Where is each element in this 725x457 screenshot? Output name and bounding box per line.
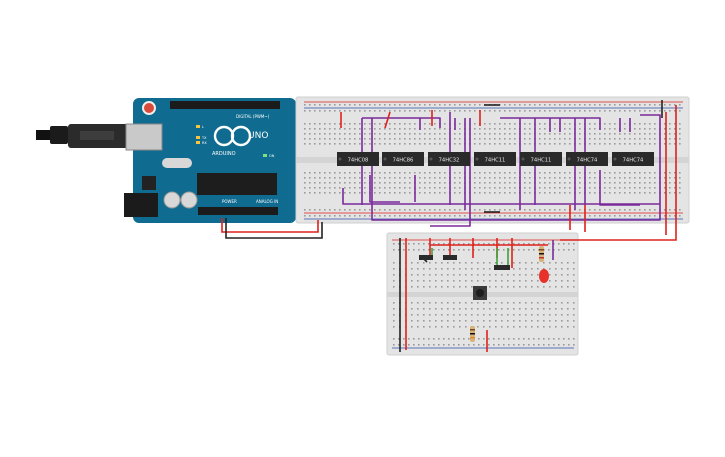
led-l-label: L [202,125,204,129]
power-jack [124,193,158,217]
bottom-components[interactable] [419,246,549,342]
led-on [263,154,267,157]
chip-notch [521,157,525,161]
capacitor-1 [163,191,181,209]
led-rx-label: RX [202,141,207,145]
chip-3[interactable] [428,152,470,166]
power-label: POWER [222,199,237,204]
analog-label: ANALOG IN [256,199,278,204]
chip-1[interactable] [337,152,379,166]
chip-label: 74HC74 [623,158,644,164]
arduino-board[interactable]: ARDUINO UNO DIGITAL (PWM~) POWER ANALOG … [124,98,296,223]
chip-label: 74HC11 [485,158,506,164]
led-on-label: ON [269,154,275,158]
led-rx [196,141,200,144]
chip-notch [475,157,479,161]
chip-4[interactable] [474,152,516,166]
slide-switch-1[interactable] [419,255,433,260]
chip-notch [567,157,571,161]
chip-7[interactable] [612,152,654,166]
arduino-logo-right [230,125,252,147]
chip-label: 74HC32 [439,158,460,164]
chip-notch [613,157,617,161]
power-analog-header [198,207,278,215]
regulator [142,176,156,190]
led-tx [196,136,200,139]
digital-header-label: DIGITAL (PWM~) [236,114,270,119]
chip-notch [429,157,433,161]
chip-label: 74HC74 [577,158,598,164]
chip-label: 74HC11 [531,158,552,164]
digital-header [170,101,280,109]
led-tx-label: TX [201,136,207,140]
reset-button[interactable] [142,101,156,115]
atmega-chip [197,173,277,195]
red-wires[interactable] [221,105,677,352]
ic-chips[interactable]: 74HC08 74HC86 74HC32 74HC11 74HC11 74HC74 74HC… [337,152,654,166]
slide-switch-2[interactable] [443,255,457,260]
push-button-cap [476,289,484,297]
chip-5[interactable] [520,152,562,166]
chip-label: 74HC86 [393,158,414,164]
chip-notch [383,157,387,161]
arduino-model-text: UNO [248,131,268,141]
red-led [539,269,549,283]
chip-2[interactable] [382,152,424,166]
led-l [196,125,200,128]
capacitor-2 [180,191,198,209]
chip-label: 74HC08 [348,158,369,164]
crystal [162,158,192,168]
chip-notch [338,157,342,161]
usb-port [125,123,163,151]
slide-switch-3[interactable] [494,265,510,270]
arduino-brand-text: ARDUINO [212,151,236,157]
chip-6[interactable] [566,152,608,166]
